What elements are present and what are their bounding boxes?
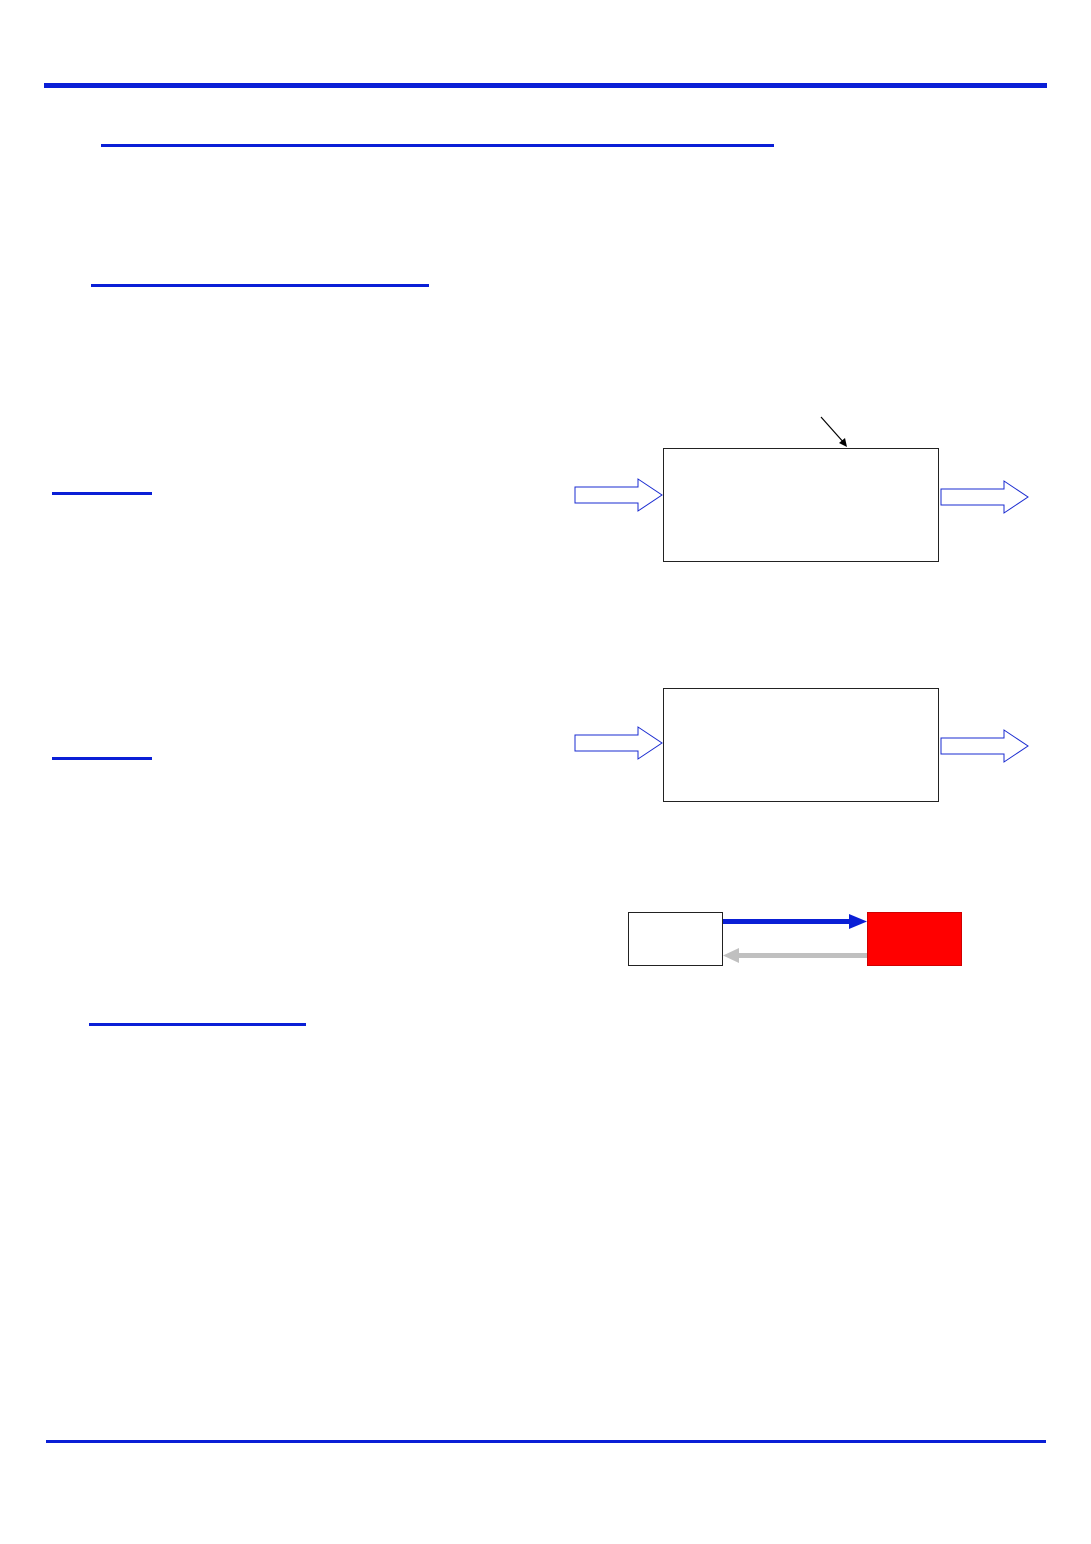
title-underline xyxy=(101,144,774,147)
process-box-1 xyxy=(663,448,939,562)
solid-right-arrow-icon xyxy=(723,914,867,929)
source-block xyxy=(628,912,723,966)
diagonal-pointer-arrow-icon xyxy=(820,416,847,447)
subsection-heading-underline xyxy=(89,1023,306,1026)
label-underline-2 xyxy=(52,757,152,760)
target-block-red xyxy=(867,912,962,966)
label-underline-1 xyxy=(52,492,152,495)
section-heading-underline xyxy=(91,284,429,287)
hollow-right-arrow-icon xyxy=(574,726,663,760)
footer-rule xyxy=(46,1440,1046,1443)
process-box-2 xyxy=(663,688,939,802)
hollow-right-arrow-icon xyxy=(940,480,1029,514)
hollow-right-arrow-icon xyxy=(940,729,1029,763)
solid-left-arrow-icon xyxy=(723,948,867,963)
hollow-right-arrow-icon xyxy=(574,478,663,512)
header-rule xyxy=(44,83,1047,88)
